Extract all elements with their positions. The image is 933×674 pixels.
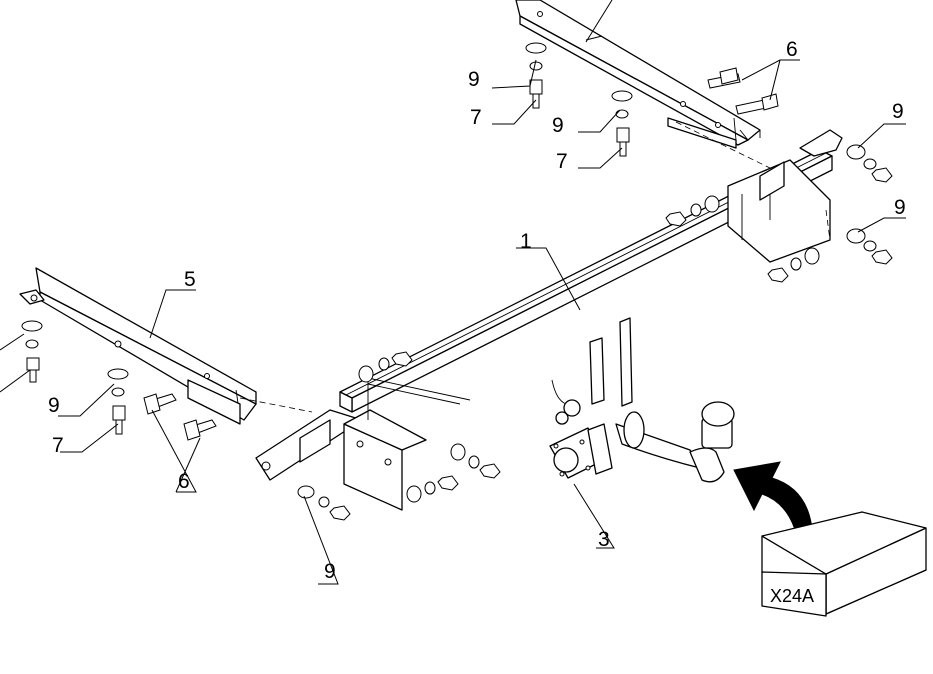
hardware-bottom-left [297, 485, 351, 521]
kit-box-label: X24A [770, 586, 814, 606]
label-part-6-top: 6 [786, 38, 798, 61]
hardware-right-lower [846, 228, 893, 265]
label-part-9-top-a: 9 [468, 68, 480, 91]
label-part-5: 5 [184, 268, 196, 291]
electrical-socket-bracket [549, 399, 613, 479]
label-part-6-left: 6 [178, 470, 190, 493]
label-part-9-right-a: 9 [892, 100, 904, 123]
label-part-7-top-a: 7 [470, 106, 482, 129]
label-part-1: 1 [520, 230, 532, 253]
hardware-center-mid [450, 443, 501, 479]
hardware-right-inner-lower [767, 247, 820, 283]
label-part-9-bottom: 9 [324, 560, 336, 583]
upper-side-bracket [515, 0, 761, 149]
leader-lines [0, 35, 906, 585]
label-part-7-left: 7 [52, 434, 64, 457]
ball-mount-assembly [551, 317, 735, 483]
hardware-left-bolts [143, 393, 217, 441]
hardware-top-mid-stack [611, 90, 633, 157]
main-crossbeam [255, 121, 843, 511]
left-side-bracket [19, 267, 313, 425]
hardware-center-upper [358, 351, 413, 383]
hardware-center-lower [406, 475, 459, 503]
label-part-9-top-b: 9 [552, 114, 564, 137]
label-part-3: 3 [598, 528, 610, 551]
hardware-left-stack [21, 320, 129, 435]
part-number-labels: 1 3 5 6 6 7 7 7 9 9 9 9 9 9 [48, 38, 906, 583]
hardware-top-left-stack [525, 42, 547, 109]
hardware-right-upper [846, 144, 893, 183]
label-part-7-top-b: 7 [556, 150, 568, 173]
kit-box: X24A [761, 511, 927, 617]
label-part-9-right-b: 9 [894, 196, 906, 219]
hardware-right-inner-upper [665, 195, 720, 227]
label-part-9-left: 9 [48, 394, 60, 417]
